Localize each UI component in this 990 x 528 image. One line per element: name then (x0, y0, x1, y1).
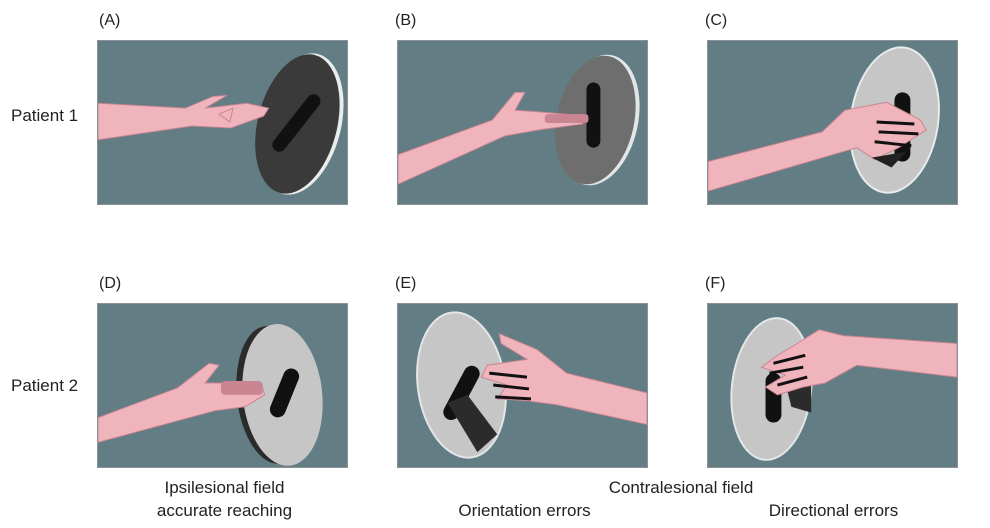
panel-e-shadow (447, 394, 498, 453)
panel-label-e: (E) (395, 275, 417, 292)
panel-label-f: (F) (705, 275, 726, 292)
panel-label-b: (B) (395, 12, 417, 29)
caption-ipsilesional-field: Ipsilesional field (164, 478, 285, 497)
panel-c-illustration (707, 40, 958, 205)
panel-a-slot (272, 94, 321, 152)
panel-a-illustration (97, 40, 348, 205)
panel-d-svg (98, 304, 347, 467)
panel-e-svg (398, 304, 647, 467)
panel-c-hand (708, 101, 927, 192)
panel-b-illustration (397, 40, 648, 205)
panel-c-shadow (871, 151, 907, 168)
row-label-patient-2: Patient 2 (11, 376, 79, 395)
panel-a-svg (98, 41, 347, 204)
panel-f-finger-gaps (769, 353, 808, 387)
caption-directional-errors: Directional errors (768, 501, 899, 520)
panel-c-finger-gaps (874, 120, 919, 148)
row-label-patient-1: Patient 1 (11, 106, 79, 125)
panel-label-d: (D) (99, 275, 122, 292)
panel-b-svg (398, 41, 647, 204)
panel-b-fingers (544, 114, 589, 123)
panel-label-a: (A) (99, 12, 121, 29)
panel-b-slot (586, 82, 601, 148)
caption-contralesional-field: Contralesional field (608, 478, 754, 497)
panel-d-slot (269, 368, 300, 418)
caption-orientation-errors: Orientation errors (458, 501, 591, 520)
panel-label-c: (C) (705, 12, 728, 29)
panel-f-hand (760, 329, 957, 396)
caption-accurate-reaching: accurate reaching (156, 501, 293, 520)
panel-a-palm-line (218, 107, 234, 123)
panel-d-fingers (221, 381, 263, 395)
panel-f-illustration (707, 303, 958, 468)
panel-d-illustration (97, 303, 348, 468)
panel-e-hand (480, 332, 647, 426)
panel-c-svg (708, 41, 957, 204)
panel-e-illustration (397, 303, 648, 468)
panel-a-hand (98, 94, 270, 141)
panel-f-svg (708, 304, 957, 467)
panel-e-finger-gaps (489, 371, 532, 401)
